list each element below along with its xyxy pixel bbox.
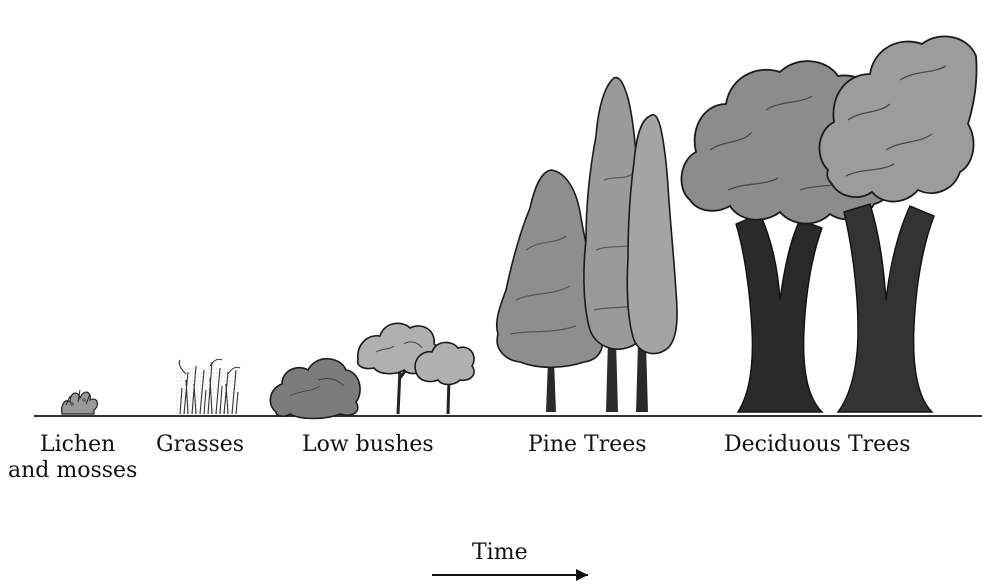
shrub-icon xyxy=(269,357,361,420)
pine-tree-icon xyxy=(626,114,678,412)
stage-label-pine-trees: Pine Trees xyxy=(528,432,647,457)
stage-label-lichen-line2: and mosses xyxy=(8,458,138,483)
time-arrow-icon xyxy=(432,569,588,581)
stage-label-lichen: Lichen xyxy=(40,432,116,457)
deciduous-tree-icon xyxy=(818,35,978,413)
pine-tree-icon xyxy=(495,169,604,412)
stage-label-low-bushes: Low bushes xyxy=(302,432,434,457)
stage-label-deciduous-trees: Deciduous Trees xyxy=(724,432,911,457)
grass-icon xyxy=(176,358,241,415)
stage-label-grasses: Grasses xyxy=(156,432,245,457)
time-axis-label: Time xyxy=(472,540,528,565)
lichen-moss-icon xyxy=(61,389,99,415)
small-tree-icon xyxy=(414,341,475,415)
